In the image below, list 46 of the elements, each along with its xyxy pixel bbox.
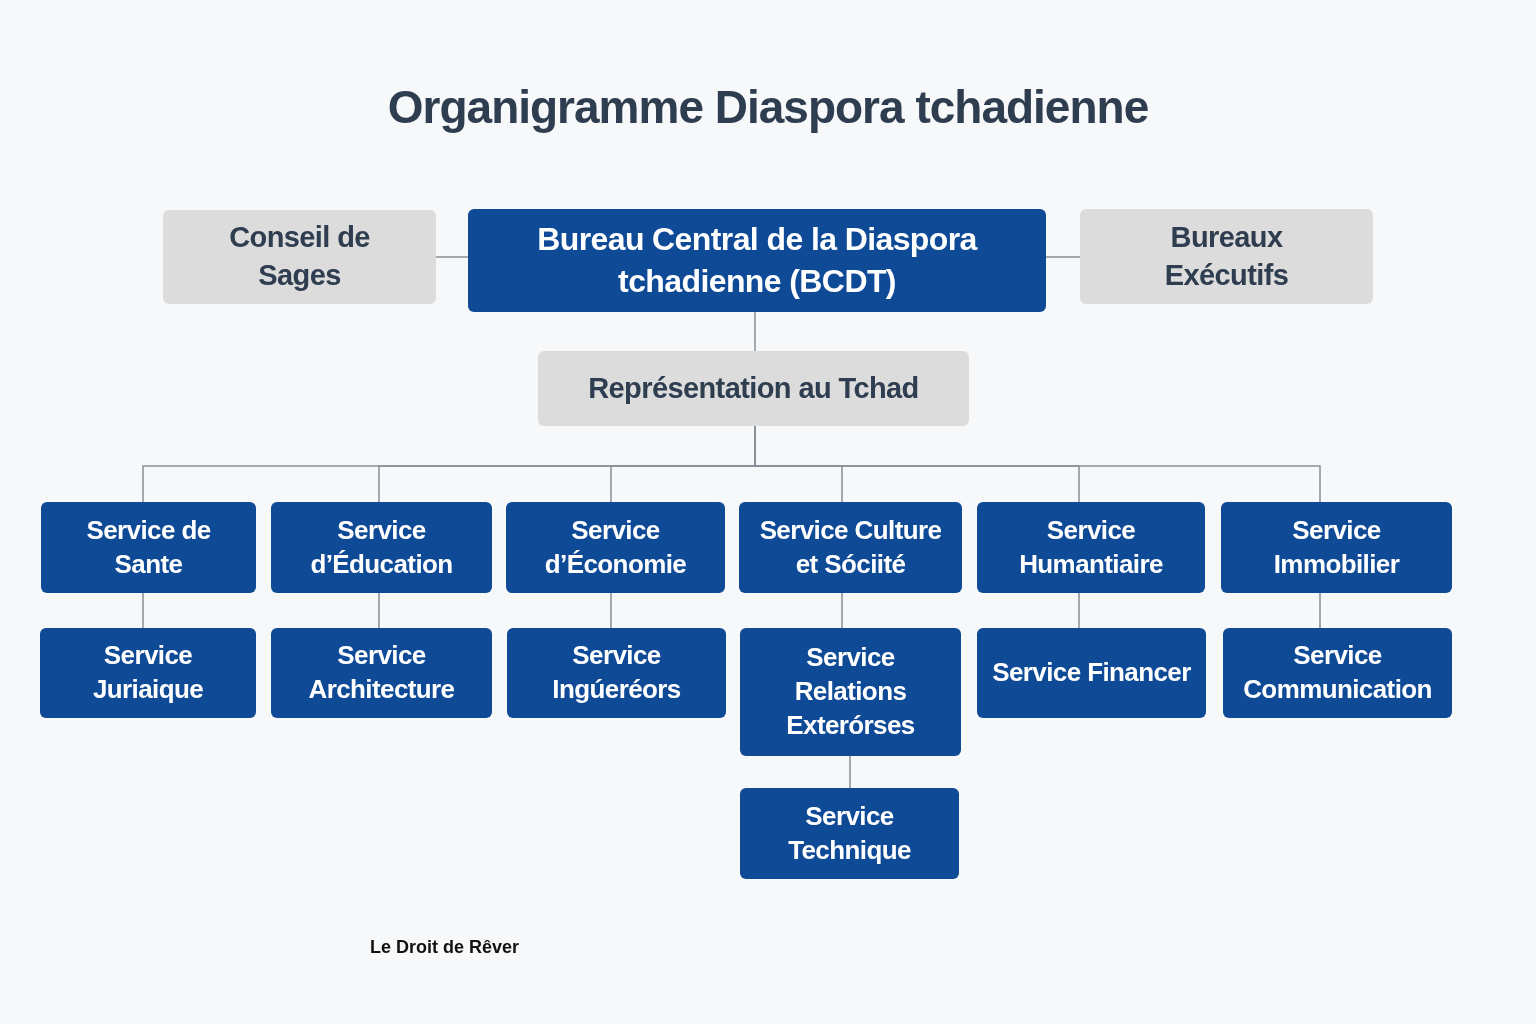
box-label: Conseil de Sages xyxy=(228,220,371,293)
service-box xyxy=(977,628,1206,718)
box-label: Service Relations Exterórses xyxy=(785,641,916,742)
box-label: Service de Sante xyxy=(85,513,212,581)
connector-line xyxy=(1319,592,1321,629)
service-box xyxy=(1221,502,1452,593)
service-box xyxy=(41,502,256,593)
footer-note: Le Droit de Rêver xyxy=(370,937,520,958)
connector-line xyxy=(1078,592,1080,629)
box-label: Service Culture et Sóciité xyxy=(758,513,943,581)
box-label: Service Technique xyxy=(787,799,912,867)
service-box xyxy=(271,502,492,593)
connector-line xyxy=(841,592,843,629)
chart-title: Organigramme Diaspora tchadienne xyxy=(386,80,1150,134)
org-box xyxy=(1080,209,1373,304)
org-box xyxy=(163,210,436,304)
service-box xyxy=(507,628,726,718)
service-box xyxy=(271,628,492,718)
service-box xyxy=(1223,628,1452,718)
box-label: Service Communication xyxy=(1242,639,1433,706)
box-label: Représentation au Tchad xyxy=(588,370,919,406)
connector-line xyxy=(849,755,851,789)
box-label: Service Juriaique xyxy=(91,639,205,706)
box-label: Service Ingúeréors xyxy=(551,639,682,706)
box-label: Service d’Éducation xyxy=(309,513,454,581)
connector-line xyxy=(610,592,612,629)
connector-line xyxy=(754,311,756,352)
box-label: Service Architecture xyxy=(307,639,456,706)
box-label: Service d’Économie xyxy=(543,513,688,581)
box-label: Bureaux Exécutifs xyxy=(1163,219,1290,293)
service-box xyxy=(977,502,1205,593)
box-label: Service Humantiaire xyxy=(1018,513,1164,581)
service-box xyxy=(740,628,961,756)
connector-line xyxy=(435,256,469,258)
org-box xyxy=(538,351,969,426)
box-label: Service Immobilier xyxy=(1272,513,1401,581)
connector-line xyxy=(1045,256,1081,258)
service-box xyxy=(740,788,959,879)
service-box xyxy=(506,502,725,593)
box-label: Bureau Central de la Diaspora tchadienne (BCDT) xyxy=(537,219,977,301)
box-label: Service Financer xyxy=(992,656,1191,690)
service-box xyxy=(739,502,962,593)
connector-line xyxy=(142,592,144,629)
connector-line xyxy=(378,592,380,629)
org-box xyxy=(468,209,1046,312)
service-box xyxy=(40,628,256,718)
